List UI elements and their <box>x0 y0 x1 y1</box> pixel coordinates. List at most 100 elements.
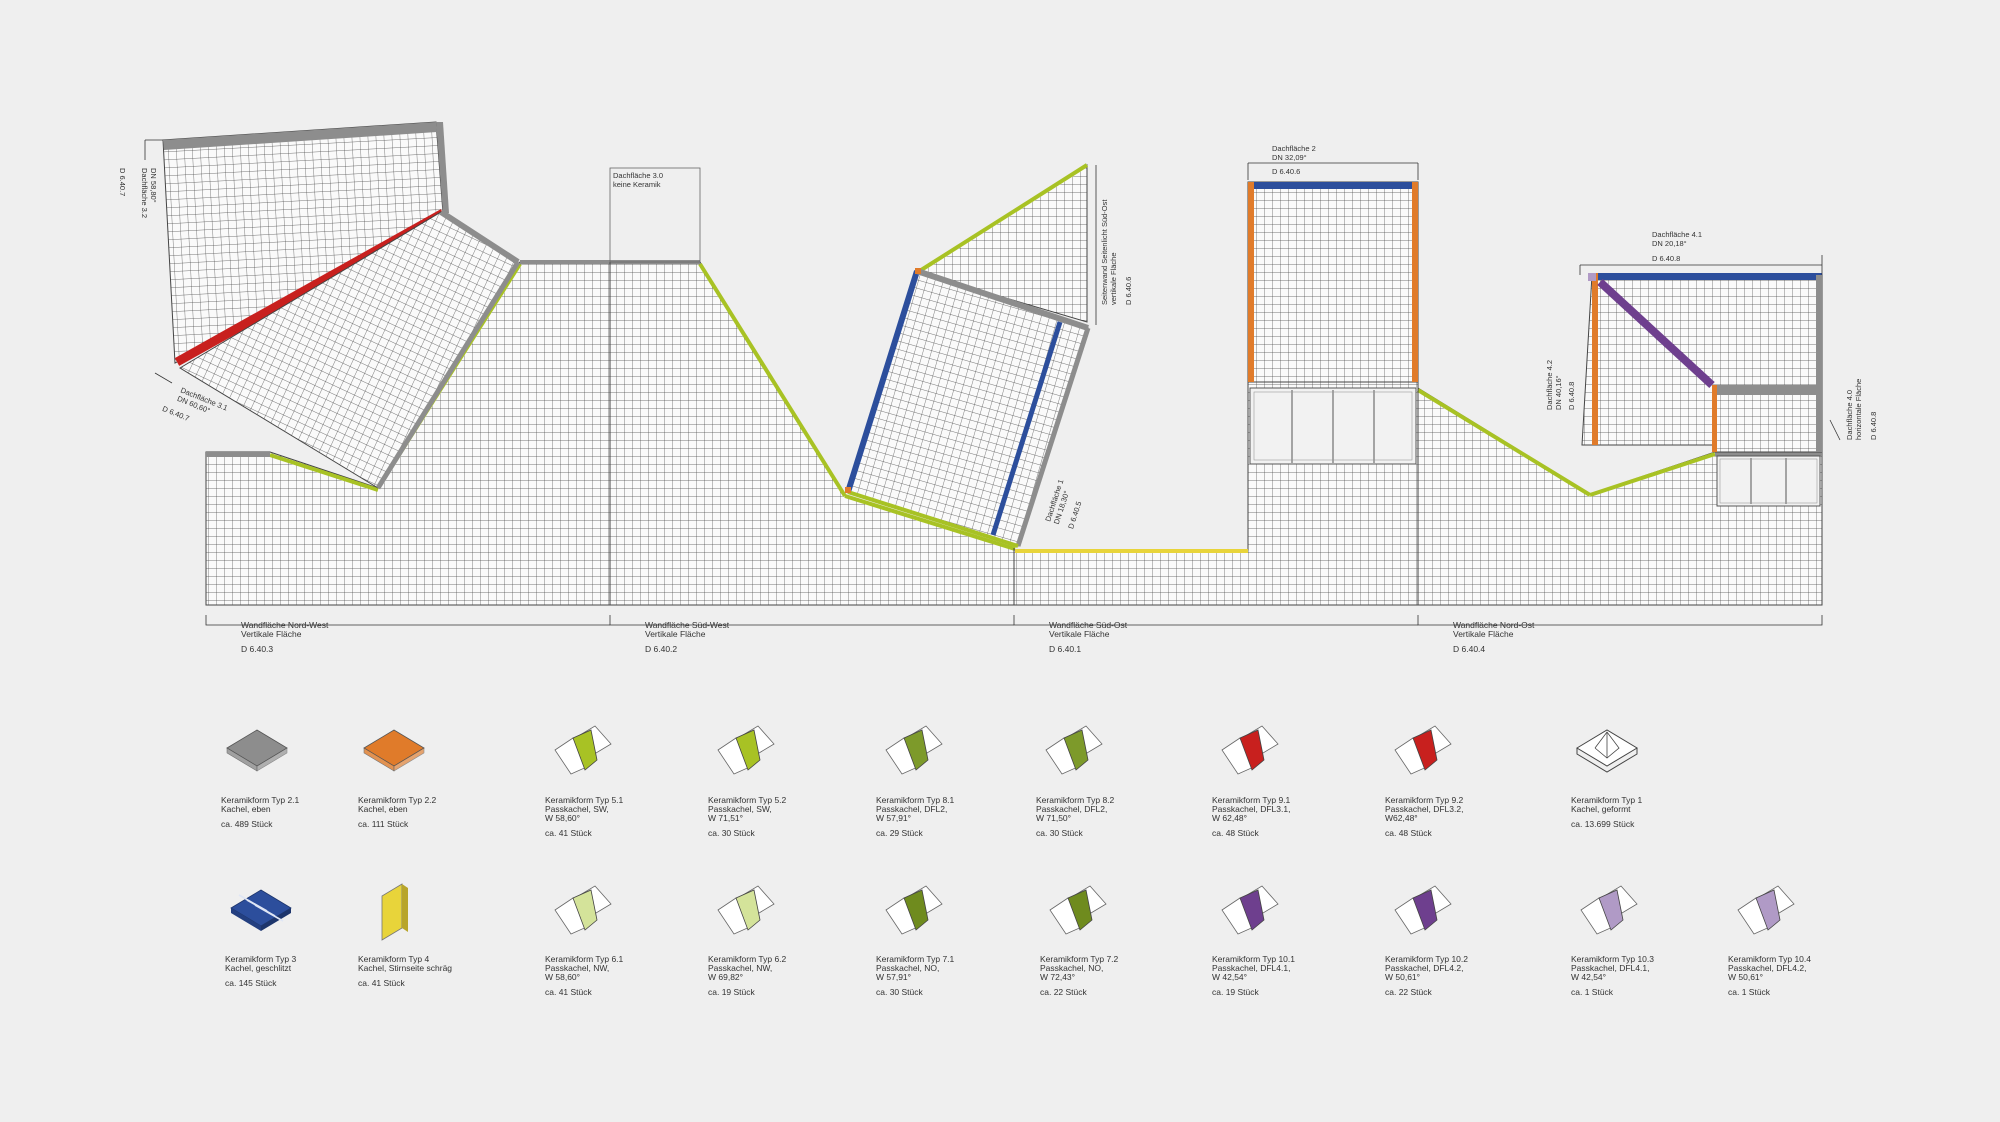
legend-item-desc: Passkachel, DFL4.2, <box>1385 963 1463 973</box>
wall-nw-code: D 6.40.3 <box>241 644 273 654</box>
flat-tile-icon <box>226 729 288 772</box>
roof-2 <box>1247 181 1419 383</box>
wall-nw-label: Wandfläche Nord-West <box>241 620 329 630</box>
legend-item-name: Keramikform Typ 9.1 <box>1212 795 1291 805</box>
slotted-tile-icon <box>230 889 292 931</box>
legend-item-desc: W 71,51° <box>708 813 743 823</box>
roof-4-0-label: Dachfläche 4.0 <box>1845 390 1854 440</box>
roof-4-1-code: D 6.40.8 <box>1652 254 1680 263</box>
fitting-tile-icon <box>885 725 943 775</box>
fitting-tile-icon <box>1394 725 1452 775</box>
legend-item-desc: Passkachel, DFL2, <box>876 804 947 814</box>
roof-4-0-code: D 6.40.8 <box>1869 412 1878 440</box>
wall-sw-code: D 6.40.2 <box>645 644 677 654</box>
legend-item-desc: W 71,50° <box>1036 813 1071 823</box>
roof-4-2-code: D 6.40.8 <box>1567 382 1576 410</box>
legend-item-count: ca. 111 Stück <box>358 819 409 829</box>
fitting-tile-icon <box>554 885 612 935</box>
fitting-tile-icon <box>1221 725 1279 775</box>
legend-item-name: Keramikform Typ 2.1 <box>221 795 300 805</box>
legend-item-desc: W 62,48° <box>1212 813 1247 823</box>
roof-3-0 <box>609 167 701 263</box>
wall-no-sub: Vertikale Fläche <box>1453 629 1514 639</box>
legend-item-count: ca. 41 Stück <box>545 987 593 997</box>
legend-item-desc: Passkachel, SW, <box>708 804 772 814</box>
fitting-tile-icon <box>717 725 775 775</box>
legend-item-desc: Passkachel, DFL4.2, <box>1728 963 1806 973</box>
roof-3-1-code: D 6.40.7 <box>161 404 191 423</box>
side-wall-so-code: D 6.40.6 <box>1124 277 1133 305</box>
wall-sw-sub: Vertikale Fläche <box>645 629 706 639</box>
roof-1-code: D 6.40.5 <box>1066 500 1083 530</box>
roof-3-0-label: Dachfläche 3.0 <box>613 171 663 180</box>
roof-2-code: D 6.40.6 <box>1272 167 1300 176</box>
bevel-tile-icon <box>381 883 408 941</box>
legend-item-count: ca. 48 Stück <box>1212 828 1260 838</box>
legend-item-name: Keramikform Typ 9.2 <box>1385 795 1464 805</box>
legend-item-desc: W 57,91° <box>876 813 911 823</box>
grey-strip-no <box>1715 452 1822 456</box>
roof-4-1-label: Dachfläche 4.1 <box>1652 230 1702 239</box>
legend-item-desc: W 50,61° <box>1385 972 1420 982</box>
roof-4-0-sub: horizontale Fläche <box>1854 379 1863 440</box>
legend-item-name: Keramikform Typ 6.1 <box>545 954 624 964</box>
legend-item-name: Keramikform Typ 7.2 <box>1040 954 1119 964</box>
side-wall-so-sub: vertikale Fläche <box>1109 252 1118 305</box>
green-edge-no <box>1416 388 1592 497</box>
legend-item-desc: Passkachel, NO, <box>876 963 939 973</box>
shaped-tile-icon <box>1576 729 1638 773</box>
legend-item-count: ca. 1 Stück <box>1571 987 1614 997</box>
legend-item-desc: Passkachel, DFL2, <box>1036 804 1107 814</box>
legend-item-desc: Passkachel, SW, <box>545 804 609 814</box>
legend-item-desc: Kachel, eben <box>221 804 271 814</box>
wall-labels: Wandfläche Nord-West Vertikale Fläche D … <box>241 620 1535 654</box>
fitting-tile-icon <box>1394 885 1452 935</box>
roof-3-2-code: D 6.40.7 <box>118 168 127 196</box>
legend-item-count: ca. 22 Stück <box>1040 987 1088 997</box>
fitting-tile-icon <box>1221 885 1279 935</box>
legend-item-desc: Kachel, eben <box>358 804 408 814</box>
roof-3-2-dn: DN 58,80° <box>149 168 158 203</box>
green-edge-no2 <box>1589 452 1716 497</box>
roof-2-dn: DN 32,09° <box>1272 153 1307 162</box>
legend-item-count: ca. 145 Stück <box>225 978 277 988</box>
legend-item-name: Keramikform Typ 5.2 <box>708 795 787 805</box>
legend-item-desc: Passkachel, DFL4.1, <box>1212 963 1290 973</box>
wall-nw-sub: Vertikale Fläche <box>241 629 302 639</box>
green-edge-dfl1 <box>844 494 1016 551</box>
legend-item-name: Keramikform Typ 3 <box>225 954 296 964</box>
fitting-tile-icon <box>885 885 943 935</box>
roof-3-1 <box>179 209 521 490</box>
fitting-tile-icon <box>1580 885 1638 935</box>
grey-strip-nw <box>206 452 270 457</box>
legend-item-name: Keramikform Typ 4 <box>358 954 429 964</box>
wall-no-label: Wandfläche Nord-Ost <box>1453 620 1535 630</box>
legend-item-desc: W 69,82° <box>708 972 743 982</box>
legend-item-desc: Passkachel, NO, <box>1040 963 1103 973</box>
roof-4 <box>1581 273 1823 453</box>
legend-item-count: ca. 13.699 Stück <box>1571 819 1635 829</box>
legend-item-desc: Passkachel, DFL3.2, <box>1385 804 1463 814</box>
legend-item-name: Keramikform Typ 10.4 <box>1728 954 1811 964</box>
legend-item-count: ca. 19 Stück <box>708 987 756 997</box>
wall-no-code: D 6.40.4 <box>1453 644 1485 654</box>
legend-item-count: ca. 22 Stück <box>1385 987 1433 997</box>
roof-4-2-label: Dachfläche 4.2 <box>1545 360 1554 410</box>
